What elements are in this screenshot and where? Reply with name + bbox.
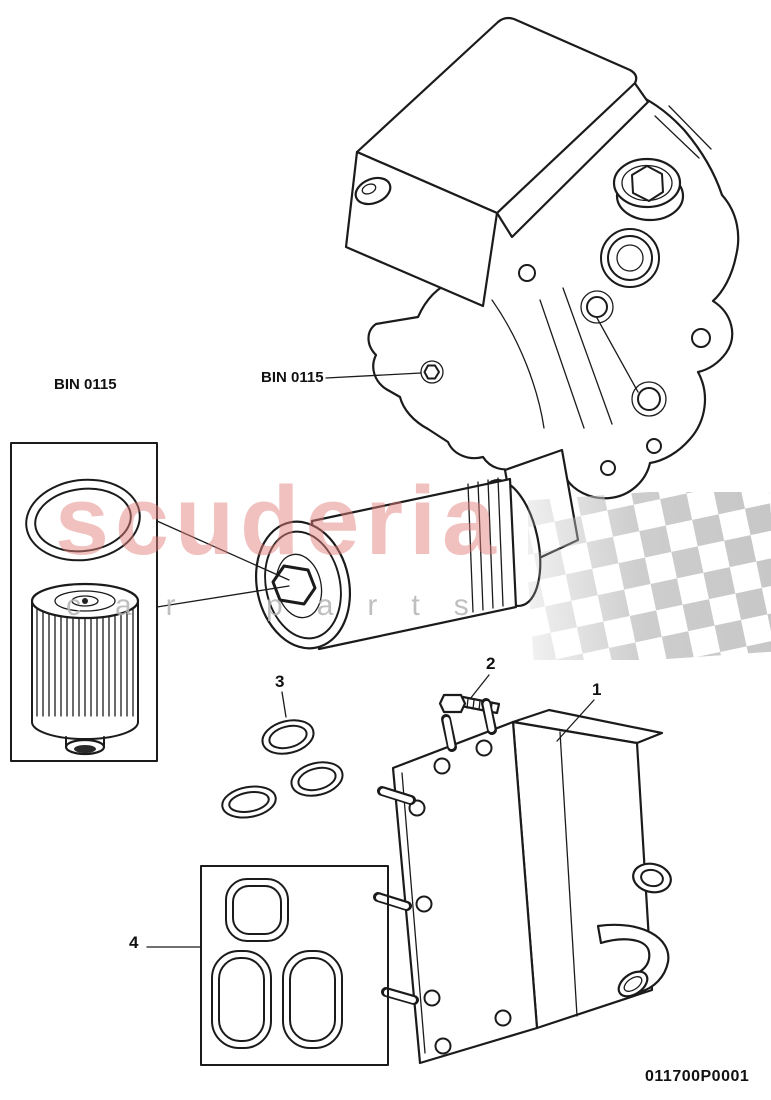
engine-cover-box-drawing: [344, 16, 650, 308]
filter-pleats: [36, 605, 134, 717]
hole-boss: [631, 381, 667, 417]
gasket-square-inner: [232, 885, 282, 935]
cooler-body-edge: [559, 731, 578, 1017]
filter-element-drawing: [30, 582, 140, 756]
gasket-box-frame: [200, 865, 389, 1066]
callout-4: 4: [129, 933, 139, 952]
callout-2: 2: [486, 654, 495, 673]
flange-hole: [434, 1037, 452, 1055]
callout-3: 3: [275, 672, 284, 691]
gasket-square: [225, 878, 289, 942]
bracket-ribs: [491, 287, 639, 429]
leader-lines: [146, 372, 595, 948]
flange-hole: [415, 895, 433, 913]
flange-hole: [423, 989, 441, 1007]
large-oring-drawing: [25, 478, 141, 562]
cooler-flange-plate: [391, 720, 539, 1065]
leader-2-to-bolt: [469, 674, 490, 700]
canister-hex-recess: [271, 564, 317, 606]
large-mounting-hole-bore: [616, 244, 644, 272]
filter-stub-port: [74, 745, 96, 753]
flange-edge-line: [401, 772, 426, 1054]
filter-detail-box: [10, 442, 158, 762]
cooler-studs: [373, 698, 497, 1005]
bolt-head: [438, 693, 467, 714]
large-mounting-hole: [600, 228, 660, 288]
flange-hole: [433, 757, 451, 775]
bin-label-assembly: BIN 0115: [261, 369, 324, 386]
filter-top-ring: [54, 590, 116, 612]
filter-bottom-arc: [31, 721, 139, 740]
hole: [646, 438, 662, 454]
labels: BIN 0115 BIN 0115 1 2 3 4 011700P0001: [54, 369, 749, 1085]
flange-hole: [475, 739, 493, 757]
canister-knurling: [467, 477, 504, 613]
hole: [518, 264, 536, 282]
gasket-oval-right: [282, 950, 343, 1049]
large-mounting-hole-ring: [607, 235, 653, 281]
gasket-kit-box: [200, 865, 389, 1066]
box-oval-port-hole: [361, 183, 377, 195]
box-top-face: [355, 16, 638, 215]
callout-1: 1: [592, 680, 601, 699]
plug-top: [612, 157, 682, 209]
canister-front-ring: [264, 530, 342, 640]
hex-plug-drawing: [612, 157, 685, 222]
hole: [637, 387, 661, 411]
pipe-bore: [623, 976, 643, 992]
bin-bolt-boss: [420, 360, 444, 384]
gasket-oval-left-inner: [218, 957, 265, 1042]
filter-sides: [31, 600, 139, 723]
leader-1-to-cooler: [556, 699, 595, 742]
hole-boss: [580, 290, 614, 324]
drawing-number: 011700P0001: [645, 1068, 749, 1085]
oil-filter-canister-drawing: [254, 448, 580, 651]
hole: [600, 460, 616, 476]
leader-filter-to-canister: [156, 585, 290, 608]
cooler-port-hole: [640, 868, 664, 888]
plug-hex: [631, 165, 664, 202]
oring-set-drawing: [221, 719, 344, 819]
oil-cooler-drawing: [373, 698, 672, 1065]
hole: [691, 328, 711, 348]
bolt-threads: [466, 698, 493, 713]
filter-center-hole: [82, 598, 88, 604]
bracket-top-ribs: [654, 105, 712, 159]
box-oval-port: [354, 176, 392, 206]
leader-3-to-oring: [281, 691, 287, 718]
gasket-oval-left: [211, 950, 272, 1049]
filter-top-hub: [71, 595, 99, 607]
flange-hole: [494, 1009, 512, 1027]
hole: [586, 296, 608, 318]
bin-label-detail-box: BIN 0115: [54, 376, 117, 393]
gasket-oval-right-inner: [289, 957, 336, 1042]
bin-bolt-hex: [423, 364, 440, 380]
leader-oring-to-canister: [156, 520, 290, 581]
detail-box-frame: [10, 442, 158, 762]
cooler-port-boss: [632, 862, 672, 894]
leader-bin-to-bolt: [325, 372, 422, 379]
flange-hole: [408, 799, 426, 817]
